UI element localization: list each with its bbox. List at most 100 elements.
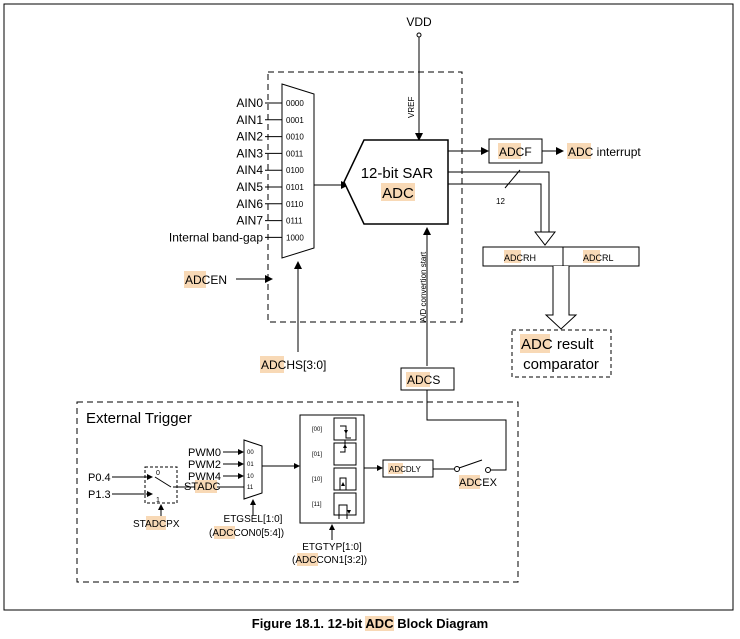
stadcpx-switch-blade — [154, 476, 172, 488]
mux-input-code: 0101 — [286, 183, 304, 192]
comparator-label-1: ADC result — [521, 336, 594, 353]
edge-code-label: [11] — [312, 502, 322, 508]
adcex-highlight — [459, 475, 480, 489]
etgtyp-label-1: ETGTYP[1:0] — [302, 542, 362, 553]
adcdly-highlight — [388, 463, 403, 474]
etgsel-label-1: ETGSEL[1:0] — [224, 514, 283, 525]
mux-input-label: AIN3 — [236, 146, 263, 160]
p04-label: P0.4 — [88, 472, 111, 484]
etgsel-highlight — [214, 526, 235, 539]
mux-input-code: 0111 — [286, 217, 303, 226]
bus-slash — [504, 169, 521, 189]
pwm-input-label: PWM0 — [188, 447, 221, 459]
edge-slots: [00] [01] [10] [11] — [312, 417, 357, 519]
edge-arrow-icon — [347, 510, 351, 514]
vref-label: VREF — [407, 97, 416, 118]
mux-input-code: 1000 — [286, 233, 304, 242]
adchs-highlight — [260, 356, 284, 373]
stadc-label: STADC — [184, 481, 221, 493]
bus-width-label: 12 — [496, 197, 505, 206]
adchs-label: ADCHS[3:0] — [261, 358, 326, 372]
pwm-input-code: 01 — [247, 462, 254, 468]
mux-input-code: 0000 — [286, 99, 304, 108]
edge-slot-box — [333, 417, 357, 441]
sar-adc-label: ADC — [382, 185, 414, 202]
mux-input-label: AIN0 — [236, 96, 263, 110]
stadc-code: 11 — [247, 485, 254, 491]
adcex-contact-left — [454, 466, 460, 472]
mux-input-label: AIN4 — [236, 163, 263, 177]
etgtyp-highlight — [297, 553, 318, 566]
adcrl-register — [562, 246, 640, 267]
adcrl-highlight — [583, 250, 600, 263]
mux-input-label: AIN1 — [236, 113, 263, 127]
stadcpx-switch-box — [144, 466, 178, 504]
adcrh-label: ADCRH — [504, 253, 536, 263]
mux-input-label: AIN6 — [236, 197, 263, 211]
mux-input-label: AIN5 — [236, 180, 263, 194]
edge-arrow-icon — [343, 444, 347, 448]
sar-adc-block — [343, 139, 449, 225]
adcex-label: ADCEX — [459, 477, 498, 489]
vdd-label: VDD — [406, 15, 432, 29]
adcs-highlight — [406, 372, 430, 387]
adcen-label: ADCEN — [185, 273, 227, 287]
edge-code-label: [00] — [312, 427, 322, 433]
etgtyp-label-2: (ADCCON1[3:2]) — [292, 555, 367, 566]
figure-caption: Figure 18.1. 12-bit ADC Block Diagram — [251, 616, 489, 631]
conversion-start-label: A/D convertion start — [419, 251, 428, 322]
comparator-block — [511, 329, 612, 378]
adcdly-label: ADCDLY — [389, 465, 422, 474]
stadcpx-highlight — [146, 516, 166, 530]
comparator-arrow — [544, 266, 578, 330]
edge-waveform — [339, 477, 347, 490]
mux-input-code: 0001 — [286, 116, 304, 125]
pwm-input-code: 10 — [247, 474, 254, 480]
switch-in0-label: 0 — [156, 470, 160, 477]
mux-input-code: 0110 — [286, 200, 304, 209]
sar-adc-highlight — [381, 183, 415, 201]
adcex-contact-right — [485, 467, 491, 473]
figure-frame — [3, 3, 734, 611]
adcf-highlight — [498, 143, 521, 159]
etgsel-label-2: (ADCCON0[5:4]) — [209, 528, 284, 539]
trigger-mux — [243, 439, 263, 500]
edge-code-label: [10] — [312, 477, 322, 483]
mux-input-code: 0100 — [286, 166, 304, 175]
stadcpx-label: STADCPX — [133, 519, 180, 530]
edge-slot-box — [333, 467, 357, 491]
adcrl-label: ADCRL — [583, 253, 614, 263]
bus-arrowhead — [533, 231, 557, 246]
external-trigger-region — [76, 401, 519, 583]
mux-input-label: AIN2 — [236, 130, 263, 144]
edge-arrow-icon — [344, 430, 348, 434]
edge-code-label: [01] — [312, 452, 322, 458]
adcrh-highlight — [504, 250, 521, 263]
switch-in1-label: 1 — [156, 497, 160, 504]
vdd-terminal — [416, 32, 422, 38]
bus-line-upper — [448, 171, 550, 236]
adcex-switch-blade — [458, 459, 483, 469]
mux-input-label: AIN7 — [236, 214, 263, 228]
p13-label: P1.3 — [88, 489, 111, 501]
mux-input-code: 0010 — [286, 133, 304, 142]
edge-arrow-icon — [341, 482, 345, 486]
comparator-label-2: comparator — [523, 356, 599, 373]
stadc-highlight — [195, 480, 217, 493]
bus-line-lower — [448, 183, 542, 232]
external-trigger-title: External Trigger — [86, 410, 192, 427]
adcen-highlight — [184, 271, 206, 288]
comparator-highlight — [520, 334, 550, 353]
adc-core-region — [267, 71, 463, 323]
interrupt-highlight — [567, 143, 591, 159]
pwm-input-label: PWM2 — [188, 459, 221, 471]
edge-slot-box — [333, 492, 357, 516]
adcs-label: ADCS — [407, 373, 440, 387]
mux-input-label: Internal band-gap — [169, 230, 263, 244]
edge-waveform — [338, 504, 348, 519]
pwm-input-code: 00 — [247, 450, 254, 456]
sar-title: 12-bit SAR — [361, 165, 434, 182]
mux-input-code: 0011 — [286, 149, 304, 158]
